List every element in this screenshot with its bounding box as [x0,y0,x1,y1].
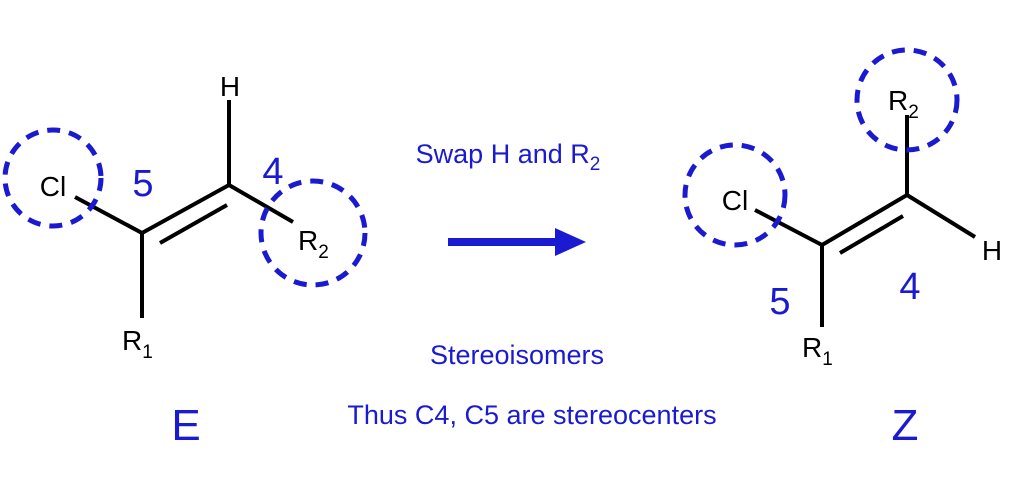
double-bond-inner [838,214,905,255]
carbon-number-5: 5 [132,163,153,205]
atom-h: H [220,71,240,102]
double-bond-inner [159,203,228,245]
swap-label: Swap H and R2 [416,139,601,175]
cl-highlight-circle [682,142,788,248]
atom-h: H [982,235,1002,266]
arrow-icon [448,228,586,256]
bond-c5-cl [74,195,143,235]
atom-r2: R2 [298,225,329,263]
double-bond-outer [141,183,230,235]
carbon-number-4: 4 [899,266,920,308]
atom-r1: R1 [802,332,833,370]
bond-c4-r2 [227,183,295,224]
stereoisomers-label: Stereoisomers [430,340,604,370]
conclusion-text: Thus C4, C5 are stereocenters [347,400,716,430]
z-isomer: R2 Cl H R1 5 4 Z [682,47,1002,450]
atom-r1: R1 [122,325,153,363]
r2-highlight-circle [854,47,960,153]
isomer-label-e: E [171,401,200,450]
carbon-number-5: 5 [769,281,790,323]
bond-c5-cl [754,208,823,247]
atom-r2: R2 [888,85,919,123]
atom-cl: Cl [722,185,748,216]
e-isomer: H Cl R2 R1 5 4 E [2,71,368,450]
carbon-number-4: 4 [262,151,283,193]
cl-highlight-circle [2,127,104,229]
bond-c4-h [905,193,977,239]
isomer-label-z: Z [892,401,919,450]
double-bond-outer [820,193,909,247]
r2-highlight-circle [258,178,368,288]
atom-cl: Cl [40,171,66,202]
